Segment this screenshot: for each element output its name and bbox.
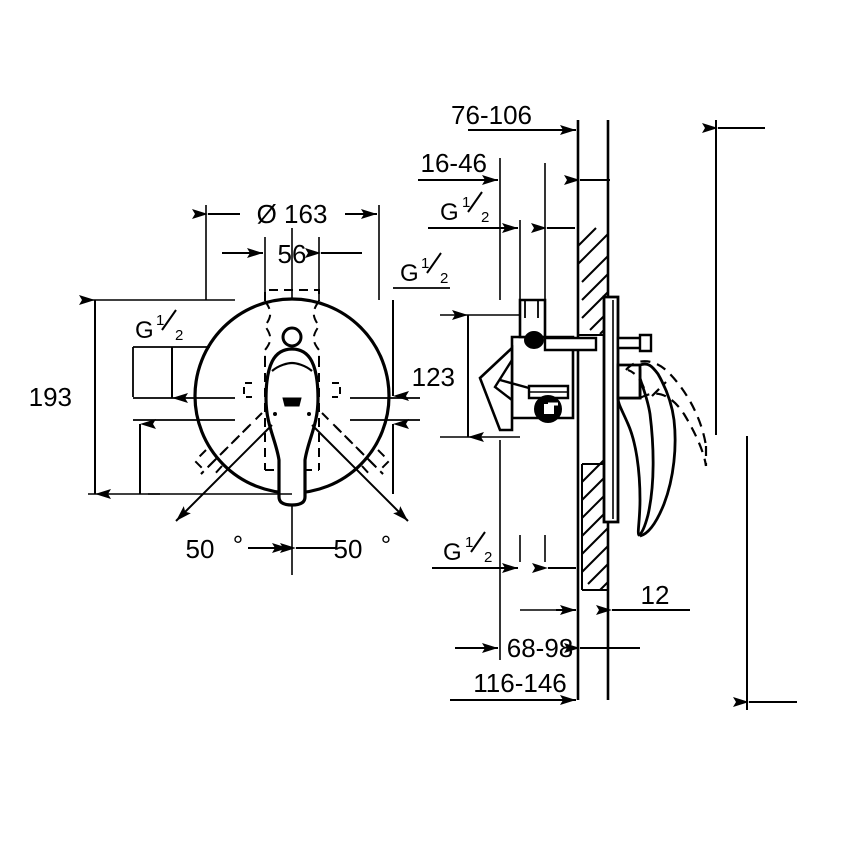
angle-left-label-group: 50 ° [186, 530, 244, 564]
front-view: 193 G 1 2 G 1 2 [29, 199, 450, 575]
diverter-link [499, 378, 530, 390]
handle-side-outline [616, 365, 655, 537]
g-front-left-letter: G [135, 317, 154, 344]
g-front-left-denominator: 2 [175, 327, 183, 344]
angle-leader-right [311, 424, 409, 522]
tab-hidden-left [243, 382, 252, 398]
g-side-top-denominator: 2 [481, 209, 489, 226]
dim-12-label: 12 [641, 580, 670, 610]
dim-193-label: 193 [29, 382, 72, 412]
escutcheon-plate [602, 295, 620, 524]
g-front-right-slash [426, 252, 442, 274]
g-side-top-numerator: 1 [462, 194, 470, 211]
dim-123-label: 123 [412, 362, 455, 392]
g-label-side-bottom-group: G 1 2 [432, 531, 518, 573]
g-front-right-denominator: 2 [440, 270, 448, 287]
spindle-rod [543, 336, 598, 352]
g-side-bottom-numerator: 1 [465, 534, 473, 551]
g-label-front-left-group: G 1 2 [132, 309, 235, 403]
dim-56-label: 56 [278, 239, 307, 269]
diverter-knob-center [544, 404, 554, 414]
g-front-left-numerator: 1 [156, 312, 164, 329]
cartridge-cap [524, 331, 544, 349]
spindle-tip [638, 333, 653, 353]
handle-dot-right [307, 412, 311, 416]
side-view: 76-106 16-46 G 1 2 123 G 1 2 [412, 100, 797, 710]
dim-163-label: Ø 163 [257, 199, 328, 229]
g-front-right-letter: G [400, 260, 419, 287]
g-side-top-slash [467, 191, 483, 213]
diverter-lever-inner [493, 359, 514, 401]
angle-left-degree: ° [233, 530, 243, 560]
g-side-bottom-slash [470, 531, 486, 553]
dim-76-106-label: 76-106 [451, 100, 532, 130]
cartridge-hidden-left [263, 300, 272, 358]
g-front-left-slash [161, 309, 177, 331]
handle-swing-hidden [193, 412, 391, 478]
tab-hidden-right [332, 382, 341, 398]
angle-right-label-group: 50 ° [334, 530, 392, 564]
body-hidden-sides [264, 358, 320, 470]
g-label-front-right-group: G 1 2 [393, 252, 450, 289]
angle-leader-left [175, 424, 273, 522]
dim-116-146-label: 116-146 [473, 668, 567, 698]
dim-68-98-label: 68-98 [507, 633, 574, 663]
angle-right-degree: ° [381, 530, 391, 560]
cartridge-hidden-right [312, 300, 321, 358]
handle-raised-hidden [625, 360, 708, 467]
dim-16-46-label: 16-46 [421, 148, 488, 178]
g-side-top-letter: G [440, 199, 459, 226]
g-label-side-top-group: G 1 2 [428, 191, 518, 233]
angle-right-value: 50 [334, 534, 363, 564]
cartridge-screw-hole [281, 326, 303, 348]
g-side-bottom-letter: G [443, 539, 462, 566]
handle-dot-left [273, 412, 277, 416]
handle-side-front-edge [639, 362, 677, 538]
g-side-bottom-denominator: 2 [484, 549, 492, 566]
handle-indicator-slot [282, 397, 302, 407]
handle-front-outline [264, 347, 320, 507]
g-front-right-numerator: 1 [421, 255, 429, 272]
handle-front-crease [271, 361, 313, 372]
angle-left-value: 50 [186, 534, 215, 564]
